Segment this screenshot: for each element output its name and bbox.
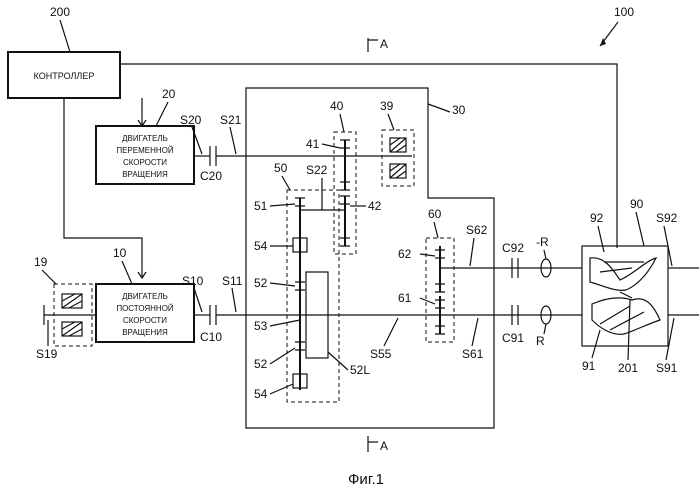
label-c10: C10 xyxy=(200,330,222,344)
label-41: 41 xyxy=(306,137,320,151)
label-s21: S21 xyxy=(220,113,242,127)
rotor-91 xyxy=(592,298,660,334)
label-92: 92 xyxy=(590,211,604,225)
label-52L: 52L xyxy=(350,363,370,377)
label-s19: S19 xyxy=(36,347,58,361)
const-motor-line4: ВРАЩЕНИЯ xyxy=(122,328,168,337)
controller-label: КОНТРОЛЛЕР xyxy=(34,71,95,81)
var-motor-line4: ВРАЩЕНИЯ xyxy=(122,170,168,179)
label-s92: S92 xyxy=(656,211,678,225)
label-52b: 52 xyxy=(254,357,268,371)
label-c92: C92 xyxy=(502,241,524,255)
label-30: 30 xyxy=(452,103,466,117)
var-motor-line3: СКОРОСТИ xyxy=(123,158,167,167)
label-51: 51 xyxy=(254,199,268,213)
label-s62: S62 xyxy=(466,223,488,237)
label-c91: C91 xyxy=(502,331,524,345)
label-s11: S11 xyxy=(222,274,243,288)
controller-leader xyxy=(60,20,70,52)
section-mark-top xyxy=(368,38,378,52)
label-50: 50 xyxy=(274,161,288,175)
const-motor-ref: 10 xyxy=(113,246,127,260)
label-60: 60 xyxy=(428,207,442,221)
section-mark-bottom xyxy=(368,436,378,452)
figure-caption: Фиг.1 xyxy=(348,471,384,488)
label-91: 91 xyxy=(582,359,596,373)
label-s61: S61 xyxy=(462,347,484,361)
label-c20: C20 xyxy=(200,169,222,183)
label-39: 39 xyxy=(380,99,394,113)
coupling-c20 xyxy=(210,146,216,166)
label-s22: S22 xyxy=(306,163,328,177)
planetary-50-frame xyxy=(287,190,339,402)
label-19: 19 xyxy=(34,255,48,269)
rotor-92 xyxy=(590,258,656,291)
label-90: 90 xyxy=(630,197,644,211)
label-s91: S91 xyxy=(656,361,678,375)
var-motor-line2: ПЕРЕМЕННОЙ xyxy=(116,146,174,155)
system-ref: 100 xyxy=(614,5,634,19)
section-label-top: A xyxy=(380,37,388,51)
gearbox-housing xyxy=(246,88,494,428)
label-62: 62 xyxy=(398,247,412,261)
const-motor-line1: ДВИГАТЕЛЬ xyxy=(122,292,168,301)
label-s10: S10 xyxy=(182,274,204,288)
label-53: 53 xyxy=(254,319,268,333)
label-54a: 54 xyxy=(254,239,268,253)
label-s55: S55 xyxy=(370,347,392,361)
label-r: R xyxy=(536,334,545,348)
label-s20: S20 xyxy=(180,113,202,127)
label-minus-r: -R xyxy=(536,235,549,249)
label-54b: 54 xyxy=(254,387,268,401)
var-motor-ref: 20 xyxy=(162,87,176,101)
label-52a: 52 xyxy=(254,276,268,290)
label-42: 42 xyxy=(368,199,382,213)
label-61: 61 xyxy=(398,291,412,305)
label-40: 40 xyxy=(330,99,344,113)
const-motor-line2: ПОСТОЯННОЙ xyxy=(116,304,174,313)
coupling-c10 xyxy=(210,305,216,325)
section-label-bottom: A xyxy=(380,439,388,453)
var-motor-line1: ДВИГАТЕЛЬ xyxy=(122,134,168,143)
const-motor-line3: СКОРОСТИ xyxy=(123,316,167,325)
controller-ref: 200 xyxy=(50,5,70,19)
label-201: 201 xyxy=(618,361,638,375)
